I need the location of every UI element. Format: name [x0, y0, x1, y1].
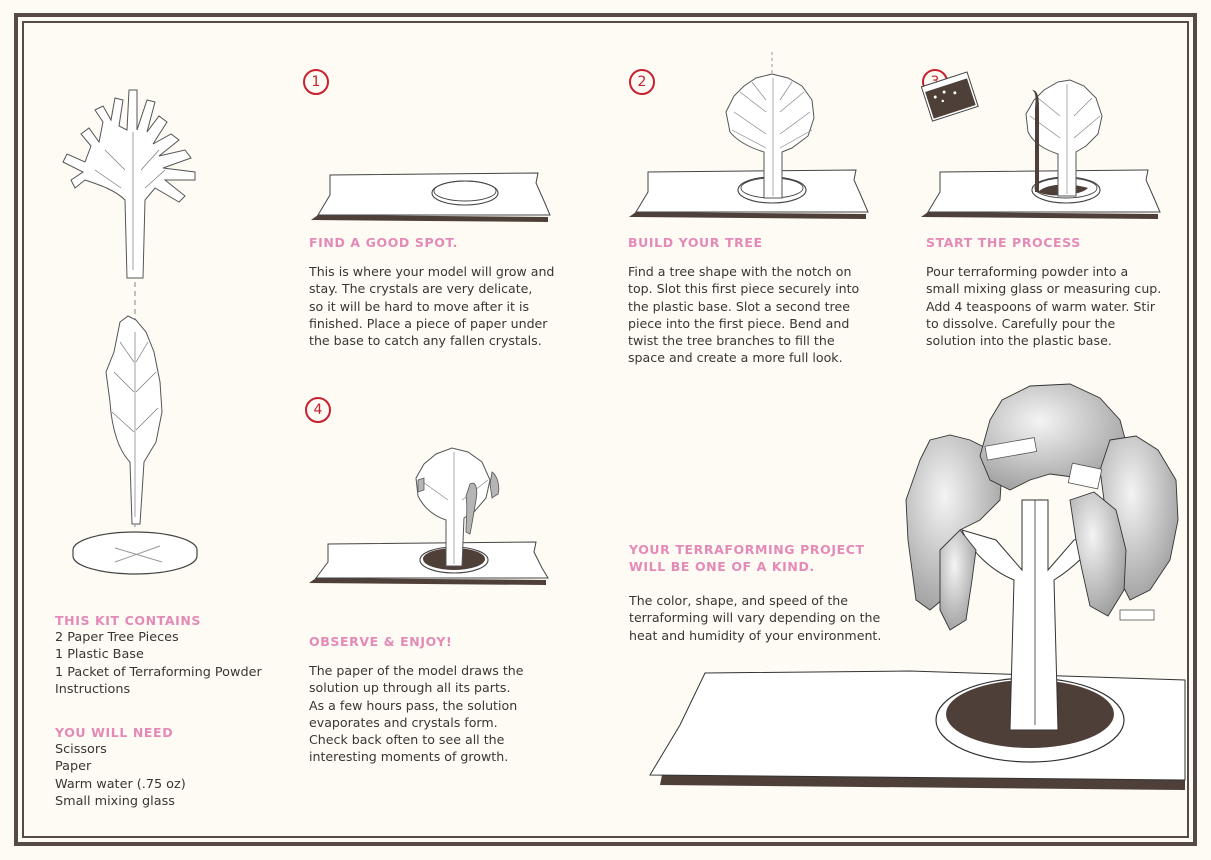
- text-line: Check back often to see all the: [309, 732, 505, 748]
- text-line: top. Slot this first piece securely into: [628, 281, 860, 297]
- text-line: finished. Place a piece of paper under: [309, 315, 548, 331]
- text-line: piece into the first piece. Bend and: [628, 315, 850, 331]
- step-2-tree-assembly-illustration: [629, 52, 869, 219]
- result-heading-line: WILL BE ONE OF A KIND.: [629, 559, 815, 574]
- step-4-number-badge: 4: [305, 397, 331, 423]
- step-3-pour-solution-illustration: [920, 71, 1161, 219]
- need-item: Small mixing glass: [55, 793, 175, 809]
- text-line: evaporates and crystals form.: [309, 714, 498, 730]
- kit-item: Instructions: [55, 681, 131, 697]
- text-line: solution into the plastic base.: [926, 333, 1112, 349]
- text-line: to dissolve. Carefully pour the: [926, 315, 1116, 331]
- plastic-base-illustration: [72, 531, 198, 575]
- step-4-heading: OBSERVE & ENJOY!: [309, 634, 453, 649]
- text-line: the plastic base. Slot a second tree: [628, 298, 850, 314]
- step-1-description: This is where your model will grow and s…: [309, 263, 554, 349]
- you-will-need-heading: YOU WILL NEED: [55, 725, 174, 740]
- step-4-crystal-growth-illustration: [309, 447, 549, 585]
- text-line: solution up through all its parts.: [309, 680, 511, 696]
- page-border-outer: [14, 13, 1197, 846]
- step-3-heading: START THE PROCESS: [926, 235, 1081, 250]
- text-line: Add 4 teaspoons of warm water. Stir: [926, 298, 1156, 314]
- need-item: Scissors: [55, 742, 107, 757]
- kit-item: 1 Plastic Base: [55, 647, 144, 663]
- step-2-heading: BUILD YOUR TREE: [628, 235, 763, 250]
- step-1-number-badge: 1: [303, 69, 329, 95]
- step-1-heading: FIND A GOOD SPOT.: [309, 235, 459, 250]
- text-line: terraforming will vary depending on the: [629, 610, 881, 626]
- tree-piece-flat-illustration: [62, 89, 196, 279]
- kit-contains-heading: THIS KIT CONTAINS: [55, 613, 202, 628]
- kit-item: 1 Packet of Terraforming Powder: [55, 664, 262, 680]
- step-4-description: The paper of the model draws the solutio…: [309, 662, 524, 766]
- text-line: so it will be hard to move after it is: [309, 298, 530, 314]
- text-line: The paper of the model draws the: [309, 663, 524, 678]
- text-line: stay. The crystals are very delicate,: [309, 281, 533, 297]
- text-line: Find a tree shape with the notch on: [628, 264, 852, 279]
- text-line: This is where your model will grow and: [309, 264, 555, 279]
- text-line: The color, shape, and speed of the: [629, 593, 849, 608]
- text-line: the base to catch any fallen crystals.: [309, 333, 542, 349]
- need-item: Warm water (.75 oz): [55, 776, 186, 792]
- text-line: Pour terraforming powder into a: [926, 264, 1129, 279]
- tree-piece-side-illustration: [105, 315, 163, 525]
- you-will-need-list: Scissors Paper Warm water (.75 oz) Small…: [55, 741, 186, 810]
- kit-item: 2 Paper Tree Pieces: [55, 630, 179, 645]
- kit-contents-list: 2 Paper Tree Pieces 1 Plastic Base 1 Pac…: [55, 629, 262, 698]
- step-3-description: Pour terraforming powder into a small mi…: [926, 263, 1161, 349]
- step-2-number-badge: 2: [629, 69, 655, 95]
- text-line: interesting moments of growth.: [309, 749, 509, 765]
- final-crystal-tree-illustration: [649, 383, 1186, 790]
- text-line: twist the tree branches to fill the: [628, 333, 835, 349]
- text-line: space and create a more full look.: [628, 350, 843, 366]
- text-line: heat and humidity of your environment.: [629, 627, 882, 643]
- result-heading-line: YOUR TERRAFORMING PROJECT: [629, 542, 865, 557]
- result-heading: YOUR TERRAFORMING PROJECT WILL BE ONE OF…: [629, 541, 865, 575]
- need-item: Paper: [55, 759, 92, 775]
- result-description: The color, shape, and speed of the terra…: [629, 592, 881, 644]
- text-line: As a few hours pass, the solution: [309, 697, 518, 713]
- text-line: small mixing glass or measuring cup.: [926, 281, 1162, 297]
- step-2-description: Find a tree shape with the notch on top.…: [628, 263, 859, 367]
- step-1-paper-base-illustration: [311, 172, 551, 222]
